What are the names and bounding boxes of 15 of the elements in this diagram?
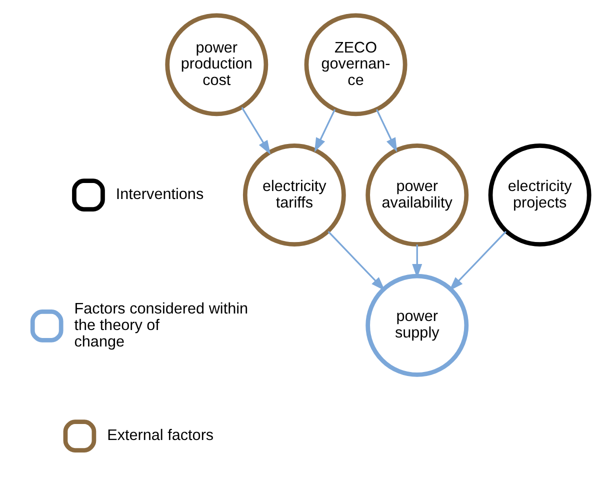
node-circle: power supply: [366, 274, 469, 377]
arrow: [314, 109, 336, 152]
arrow: [241, 106, 271, 155]
node-circle: electricity tariffs: [242, 144, 346, 247]
node-circle: ZECO governan- ce: [304, 13, 408, 116]
arrow: [328, 230, 386, 291]
legend-label: Interventions: [116, 186, 204, 204]
arrow: [376, 109, 398, 152]
arrow: [449, 230, 507, 291]
node-circle: power production cost: [165, 13, 268, 116]
arrow: [412, 244, 422, 278]
node-circle: power availability: [366, 144, 469, 247]
legend-label: Factors considered within the theory of change: [74, 300, 248, 350]
node-circle: electricity projects: [488, 144, 592, 247]
legend-label: External factors: [107, 427, 214, 444]
